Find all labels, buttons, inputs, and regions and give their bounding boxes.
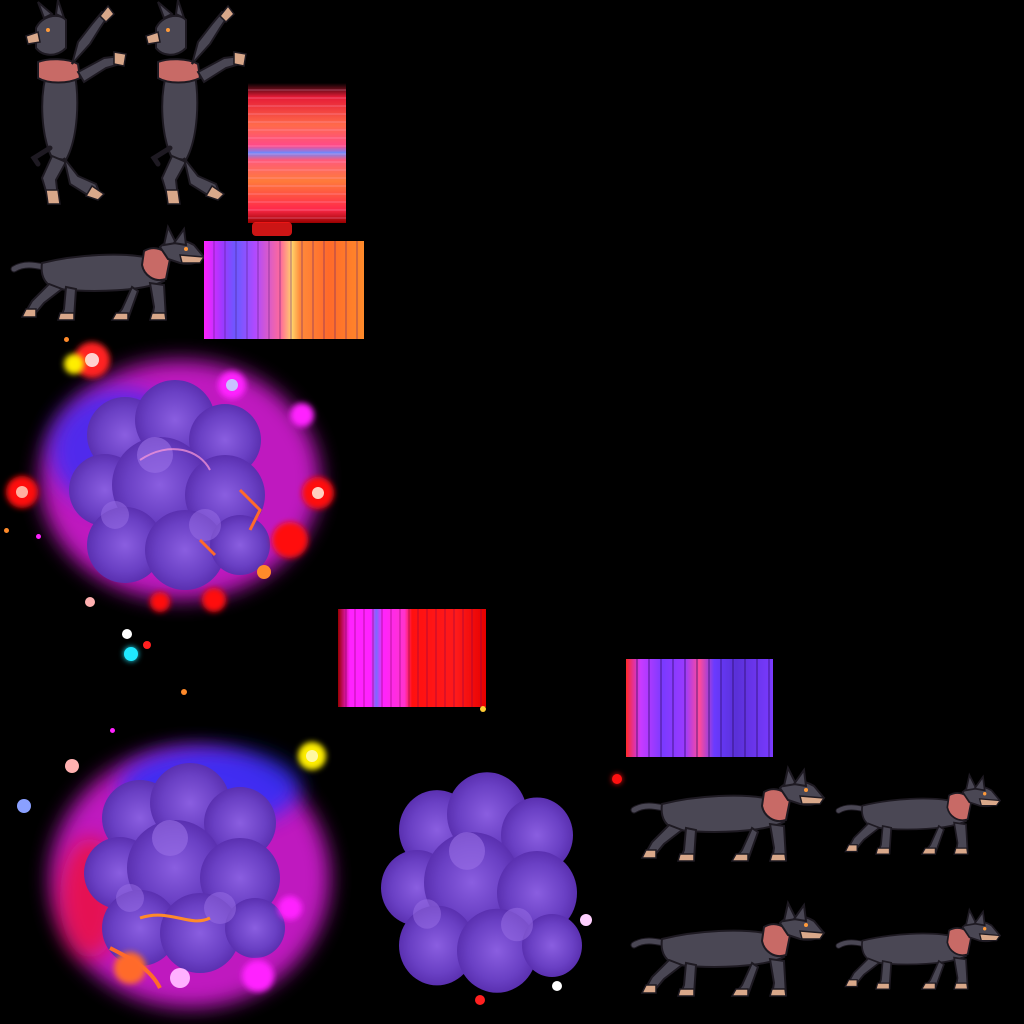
spark-small [36, 534, 41, 539]
color-streak-texture-2 [204, 241, 364, 339]
dog-jump-frame-2 [128, 8, 248, 208]
color-streak-texture-4 [626, 659, 773, 757]
spark-small [110, 728, 115, 733]
dog-walk-frame-1 [624, 760, 824, 870]
streak-drip [252, 222, 292, 236]
smoke-cloud-plain [372, 752, 602, 1005]
smoke-explosion-glow-2 [10, 728, 340, 1018]
spark-small [480, 706, 486, 712]
dog-jump-frame-1 [8, 8, 128, 208]
dog-stretch-frame [4, 214, 204, 334]
dog-walk-frame-2 [830, 760, 1000, 870]
spark-small [64, 337, 69, 342]
dog-walk-frame-4 [830, 890, 1000, 1010]
spark-small [4, 528, 9, 533]
spark-small [612, 774, 622, 784]
dog-walk-frame-3 [624, 890, 824, 1010]
spark-white [122, 629, 132, 639]
color-streak-texture-3 [338, 609, 486, 707]
smoke-explosion-glow-1 [0, 340, 340, 620]
spark-red [143, 641, 151, 649]
spark-cyan [124, 647, 138, 661]
spark-orange [181, 689, 187, 695]
color-streak-texture-1 [248, 83, 346, 223]
